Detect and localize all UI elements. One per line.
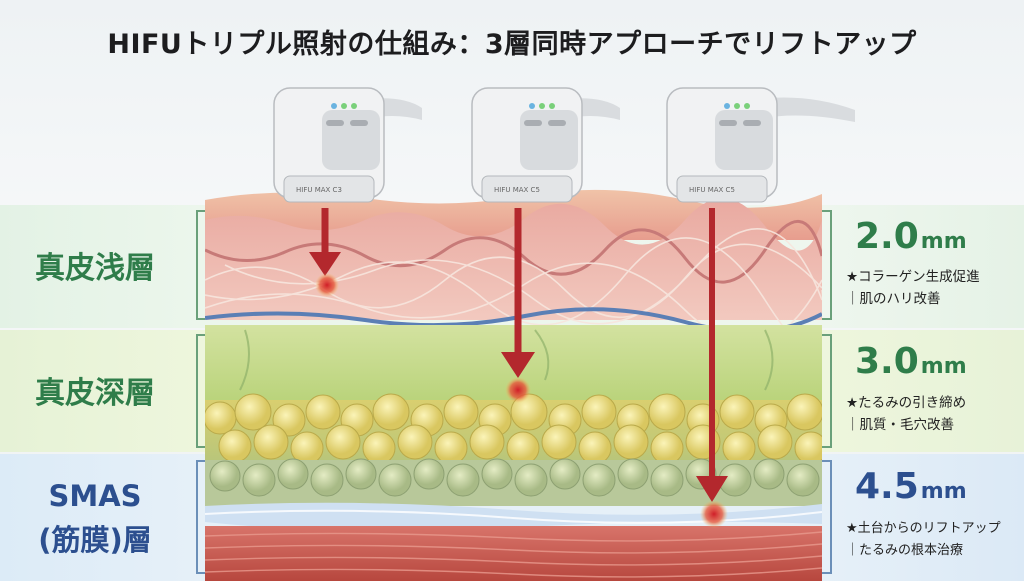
- depth-upper-dermis: 2.0mm: [855, 216, 967, 257]
- layer-label-upper-dermis: 真皮浅層: [0, 243, 190, 287]
- device-label-3: HIFU MAX C5: [689, 186, 735, 194]
- hifu-handpiece-3: HIFU MAX C5: [655, 80, 855, 208]
- bracket-right-smas: [822, 460, 832, 574]
- focal-point-3: [700, 500, 728, 528]
- desc-upper-dermis: ★コラーゲン生成促進 ｜肌のハリ改善: [846, 266, 980, 310]
- layer-label-smas: SMAS (筋膜)層: [0, 474, 190, 562]
- bracket-right-deep: [822, 334, 832, 448]
- hifu-handpiece-2: HIFU MAX C5: [460, 80, 620, 208]
- depth-deep-dermis: 3.0mm: [855, 341, 967, 382]
- device-label-2: HIFU MAX C5: [494, 186, 540, 194]
- focal-point-2: [505, 377, 531, 403]
- depth-smas: 4.5mm: [855, 466, 967, 507]
- desc-smas: ★土台からのリフトアップ ｜たるみの根本治療: [846, 518, 1001, 562]
- desc-deep-dermis: ★たるみの引き締め ｜肌質・毛穴改善: [846, 392, 966, 436]
- device-label-1: HIFU MAX C3: [296, 186, 342, 194]
- hifu-handpiece-1: HIFU MAX C3: [262, 80, 422, 208]
- focal-point-1: [315, 273, 339, 297]
- page-title: HIFUトリプル照射の仕組み：3層同時アプローチでリフトアップ: [0, 22, 1024, 61]
- bracket-right-upper: [822, 210, 832, 320]
- layer-label-deep-dermis: 真皮深層: [0, 368, 190, 412]
- skin-cross-section: [205, 180, 822, 581]
